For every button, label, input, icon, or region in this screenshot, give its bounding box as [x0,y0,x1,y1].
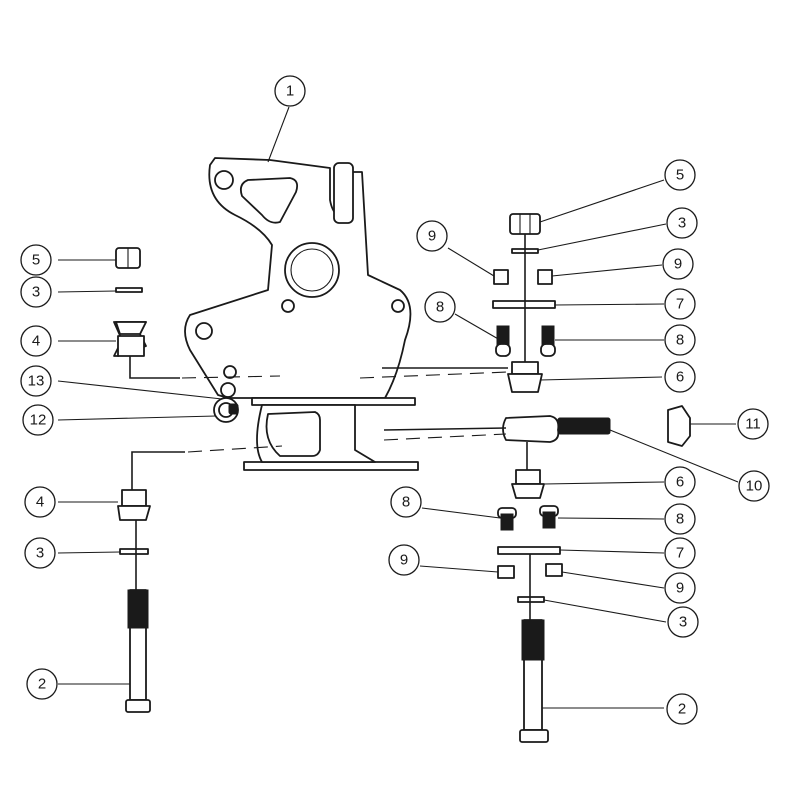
right-spacer-upper [507,361,543,393]
callout-8-right-c-label: 8 [402,494,410,511]
right-spacer-lower [511,469,545,499]
right-plate-upper [492,300,556,309]
leader-lines [57,106,739,709]
callout-7-right-lower: 7 [664,537,696,569]
callout-2-right: 2 [666,693,698,725]
left-spacer-bottom [117,489,151,521]
callout-9-right-c-label: 9 [400,552,408,569]
right-bolt [519,619,549,743]
callout-6-right-label: 6 [676,369,684,386]
left-dash-upper [181,375,281,379]
left-bolt [125,589,151,713]
left-axis-line [129,356,180,379]
callout-13-label: 13 [28,373,45,390]
right-small-nuts-upper [493,269,553,285]
callout-3-right-lower-label: 3 [679,614,687,631]
callout-3-left: 3 [20,276,52,308]
right-screws-upper [495,325,556,357]
callout-4-left-label: 4 [32,333,40,350]
callout-5-left-label: 5 [32,252,40,269]
callout-8-right-b: 8 [664,324,696,356]
callout-4-left-lower: 4 [24,486,56,518]
left-washer [115,287,143,293]
callout-8-right-d: 8 [664,503,696,535]
callout-1-label: 1 [286,83,294,100]
callout-5-right: 5 [664,159,696,191]
callout-2-right-label: 2 [678,701,686,718]
main-bracket [184,157,419,471]
callout-9-right-d-label: 9 [676,580,684,597]
callout-3-left-label: 3 [32,284,40,301]
right-dash-upper [359,371,509,379]
callout-8-right-a: 8 [424,291,456,323]
callout-9-right-b-label: 9 [674,256,682,273]
callout-10-label: 10 [746,478,763,495]
callout-10: 10 [738,470,770,502]
callout-8-right-a-label: 8 [436,299,444,316]
callout-7-right: 7 [664,288,696,320]
callout-6-right-lower: 6 [664,466,696,498]
callout-6-right-lower-label: 6 [676,474,684,491]
left-axis-lower [131,451,185,490]
callout-4-left-lower-label: 4 [36,494,44,511]
callout-11: 11 [737,408,769,440]
right-hex-nut [509,213,541,235]
callout-5-left: 5 [20,244,52,276]
callout-3-right-label: 3 [678,215,686,232]
callout-11-label: 11 [745,416,761,433]
adjuster-nut [213,382,239,423]
callout-8-right-c: 8 [390,486,422,518]
callout-2-left: 2 [26,668,58,700]
callout-2-left-label: 2 [38,676,46,693]
callout-12: 12 [22,404,54,436]
callout-9-right-c: 9 [388,544,420,576]
left-dash-lower [187,445,283,453]
left-hex-nut [115,247,141,269]
callout-8-right-b-label: 8 [676,332,684,349]
callout-9-right-b: 9 [662,248,694,280]
callout-3-left-lower-label: 3 [36,545,44,562]
callout-12-label: 12 [30,412,47,429]
right-screws-lower [497,505,559,531]
callout-9-right-a: 9 [416,220,448,252]
callout-7-right-label: 7 [676,296,684,313]
right-small-nuts-lower [497,563,563,579]
rod-end [383,415,611,443]
callout-3-right: 3 [666,207,698,239]
right-washer-lower [517,596,545,603]
callout-6-right: 6 [664,361,696,393]
callout-7-right-lower-label: 7 [676,545,684,562]
callout-5-right-label: 5 [676,167,684,184]
callout-9-right-a-label: 9 [428,228,436,245]
left-washer-lower [119,548,149,555]
callout-9-right-d: 9 [664,572,696,604]
callout-3-right-lower: 3 [667,606,699,638]
callout-4-left: 4 [20,325,52,357]
callout-8-right-d-label: 8 [676,511,684,528]
callout-3-left-lower: 3 [24,537,56,569]
callout-1: 1 [274,75,306,107]
jam-nut [667,405,691,447]
right-plate-lower [497,546,561,555]
callout-13: 13 [20,365,52,397]
left-spacer-top [113,321,147,357]
